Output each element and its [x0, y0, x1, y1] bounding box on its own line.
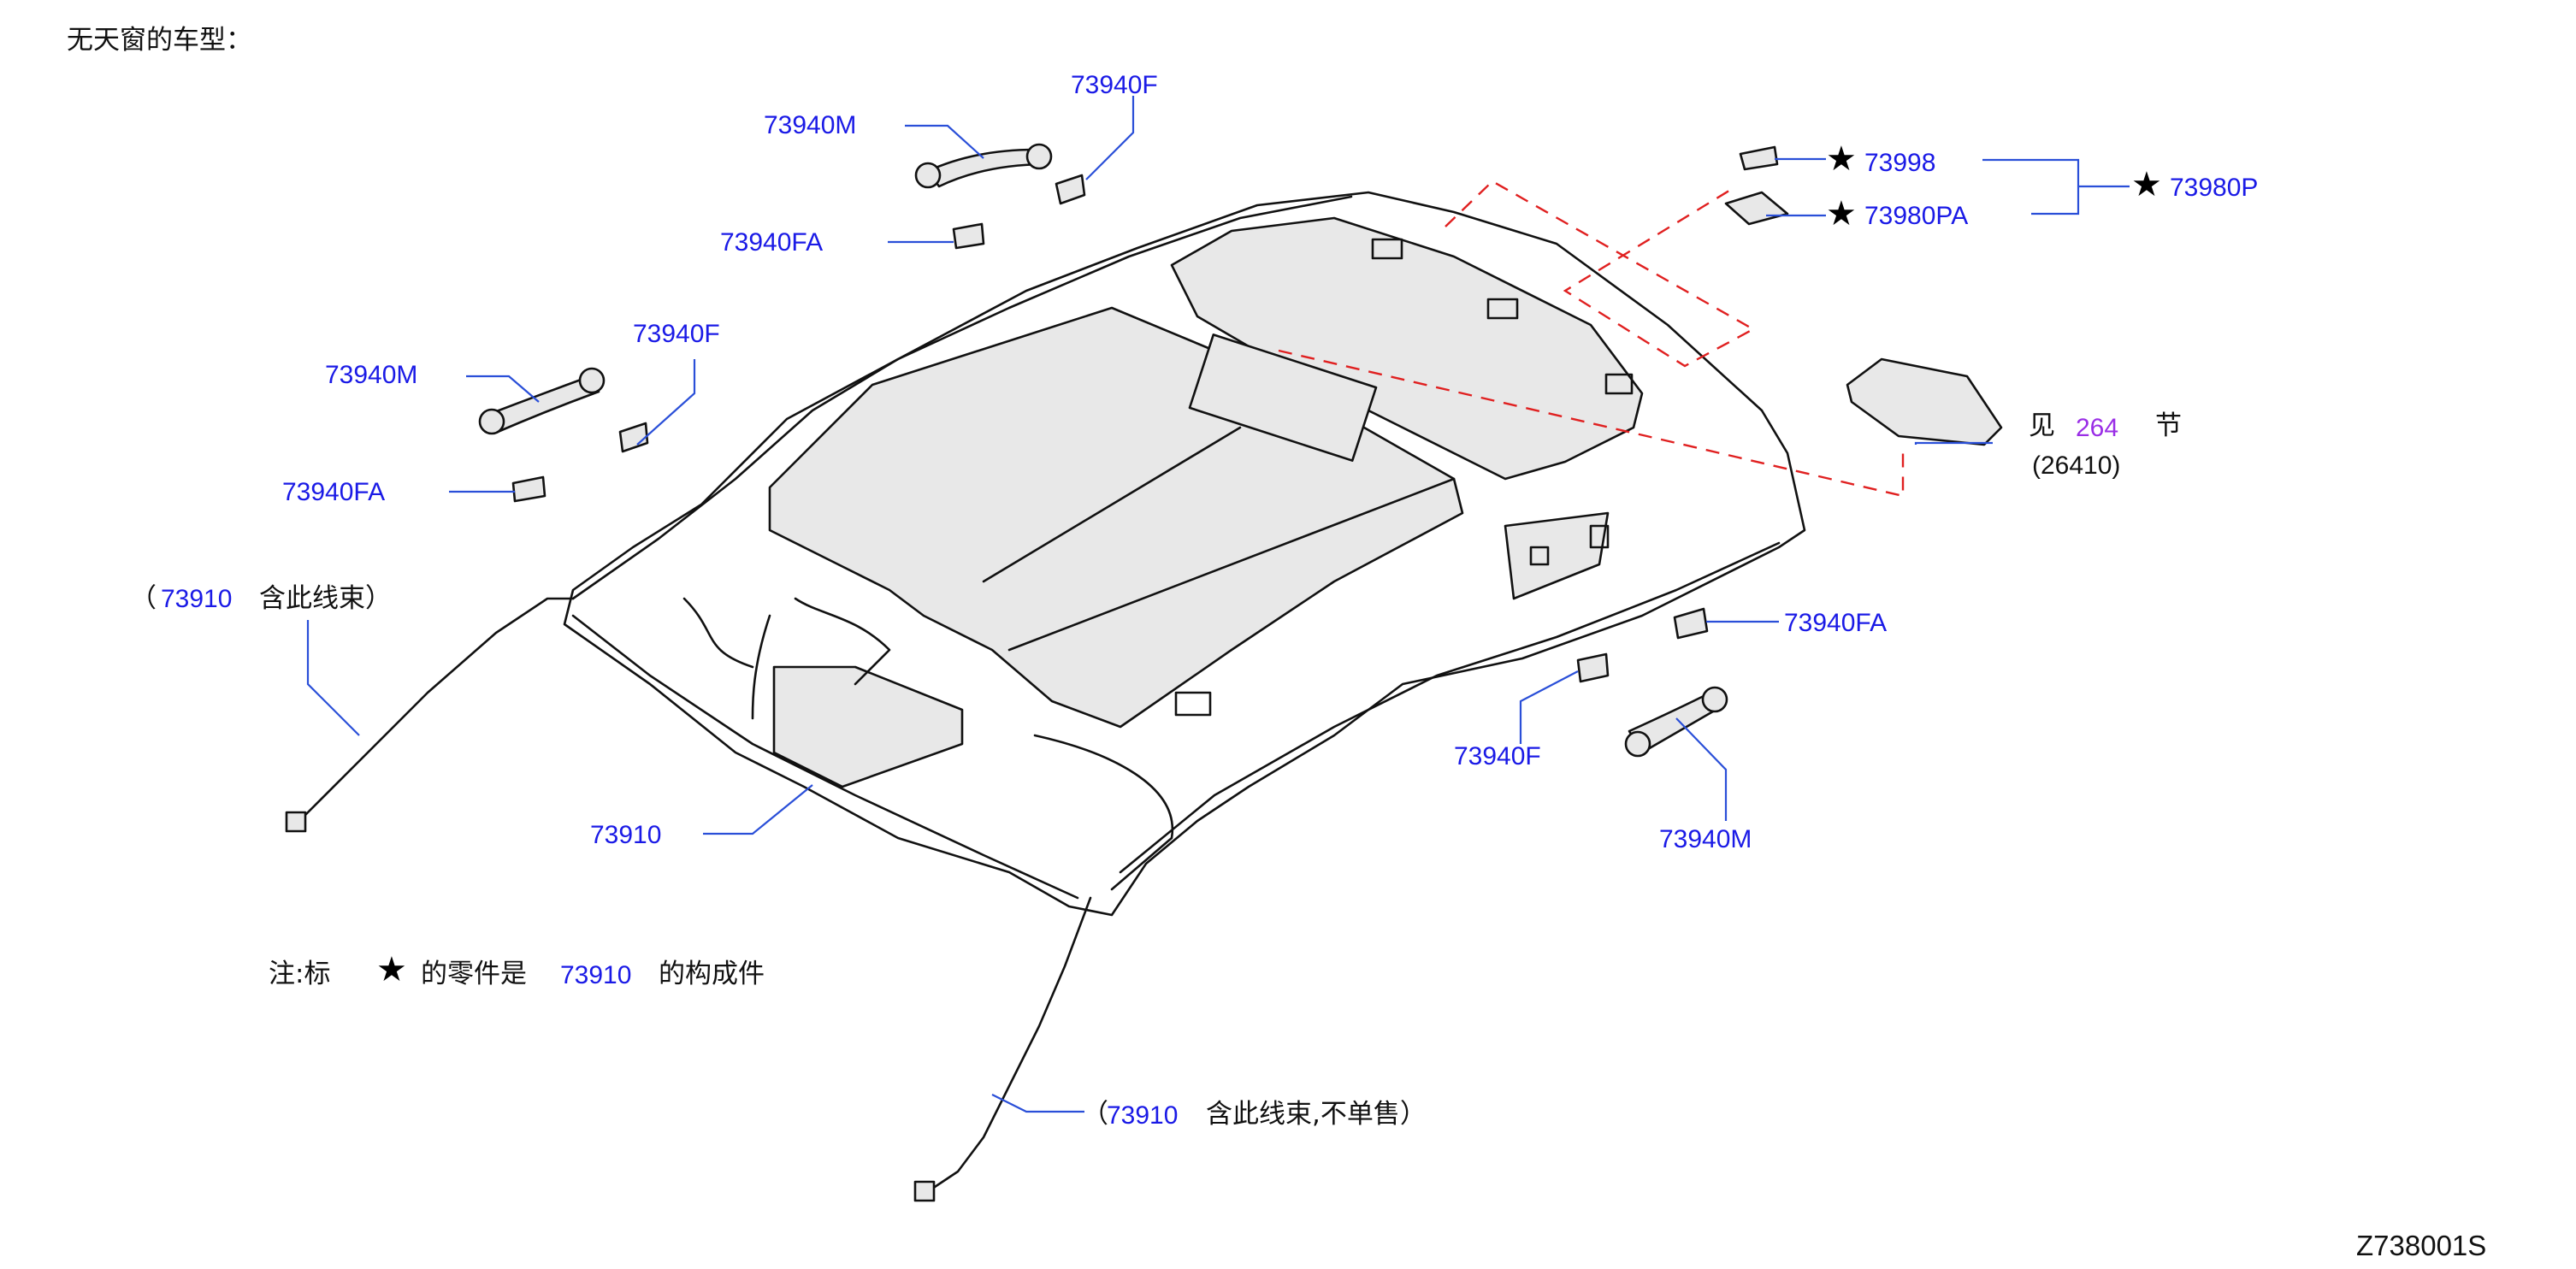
- leader: [1519, 670, 1579, 744]
- clip-73998: [1739, 145, 1779, 171]
- lamp-see-label: 见: [2029, 410, 2055, 441]
- note-mid: 的零件是: [421, 959, 527, 989]
- lamp-bracket: [1188, 333, 1378, 462]
- harness-on-panel: [682, 597, 1174, 891]
- clip-mark: [1486, 298, 1519, 320]
- leader: [636, 359, 696, 446]
- harness-left: [293, 597, 575, 827]
- visor-recess: [1504, 511, 1610, 600]
- leader: [1914, 441, 1993, 445]
- dashed-group-clips: [1445, 180, 1756, 368]
- callout-73910-main[interactable]: 73910: [590, 821, 662, 849]
- grip-end: [1025, 143, 1053, 170]
- callout-73940fa-top[interactable]: 73940FA: [720, 228, 824, 257]
- leader: [991, 1094, 1084, 1113]
- note-prefix: 注:标: [269, 959, 331, 989]
- harness-left-text: 含此线束）: [259, 583, 392, 614]
- side-rail-left: [571, 195, 1353, 600]
- clip-mark: [1529, 524, 1610, 566]
- star-icon: ★: [2131, 165, 2162, 204]
- harness-bottom-connector: [913, 1180, 936, 1202]
- grip-cover-f-left: [618, 422, 649, 453]
- leader: [1085, 96, 1135, 180]
- leader: [905, 124, 984, 159]
- harness-bottom-open: （: [1082, 1099, 1108, 1130]
- leader: [1982, 158, 2080, 215]
- dashed-group-lamp: [1278, 349, 1905, 498]
- grip-end: [578, 367, 606, 394]
- star-icon: ★: [376, 950, 407, 989]
- grip-cover-f-right: [1576, 652, 1610, 683]
- grip-cover-f-top: [1055, 174, 1086, 205]
- callout-73940fa-right[interactable]: 73940FA: [1784, 609, 1888, 637]
- pad-seam-2: [1007, 477, 1456, 652]
- callout-73940f-top[interactable]: 73940F: [1071, 71, 1158, 99]
- roof-lamp: [1846, 357, 2003, 446]
- lamp-part-number: (26410): [2032, 452, 2121, 480]
- front-pad: [772, 665, 964, 788]
- harness-bottom-text: 含此线束,不单售）: [1206, 1099, 1427, 1130]
- leader: [1675, 717, 1728, 821]
- star-icon: ★: [1826, 194, 1857, 233]
- clip-mark: [1174, 691, 1212, 717]
- harness-bottom: [931, 896, 1092, 1190]
- callout-73980pa[interactable]: 73980PA: [1864, 202, 1969, 230]
- callout-73940m-left[interactable]: 73940M: [325, 361, 418, 389]
- clip-mark: [1604, 373, 1634, 395]
- harness-left-connector: [285, 811, 307, 833]
- page-title: 无天窗的车型：: [67, 25, 252, 56]
- callout-73940m-right[interactable]: 73940M: [1659, 825, 1752, 853]
- front-edge: [571, 614, 1079, 900]
- harness-left-open: （: [130, 583, 157, 614]
- callout-73910-bottom[interactable]: 73910: [1107, 1101, 1179, 1130]
- callout-73940f-right[interactable]: 73940F: [1454, 742, 1541, 770]
- grip-end: [1624, 730, 1651, 758]
- clip-mark: [1371, 238, 1403, 260]
- grip-cover-fa-right: [1673, 607, 1709, 640]
- callout-73980p[interactable]: 73980P: [2170, 174, 2259, 202]
- note-73910[interactable]: 73910: [560, 961, 632, 989]
- grip-cover-fa-left: [511, 475, 547, 503]
- callout-73910-left[interactable]: 73910: [161, 585, 233, 613]
- assist-grip-top: [926, 148, 1045, 188]
- grip-cover-fa-top: [952, 222, 985, 250]
- clip-73980pa: [1724, 191, 1789, 226]
- section-264-link[interactable]: 264: [2076, 414, 2119, 442]
- grip-end: [1701, 686, 1728, 713]
- note-suffix: 的构成件: [659, 959, 765, 989]
- callout-73940f-left[interactable]: 73940F: [633, 320, 720, 348]
- leader: [306, 620, 360, 736]
- leader: [466, 375, 540, 403]
- diagram-id: Z738001S: [2356, 1230, 2487, 1261]
- side-rail-right: [1119, 541, 1781, 874]
- section-suffix: 节: [2155, 410, 2182, 441]
- pad-seam-1: [982, 426, 1242, 583]
- leader: [703, 784, 813, 835]
- callout-73940m-top[interactable]: 73940M: [764, 111, 857, 139]
- grip-end: [478, 408, 505, 435]
- callout-73998[interactable]: 73998: [1864, 149, 1936, 177]
- grip-end: [914, 162, 942, 189]
- callout-73940fa-left[interactable]: 73940FA: [282, 478, 386, 506]
- star-icon: ★: [1826, 139, 1857, 179]
